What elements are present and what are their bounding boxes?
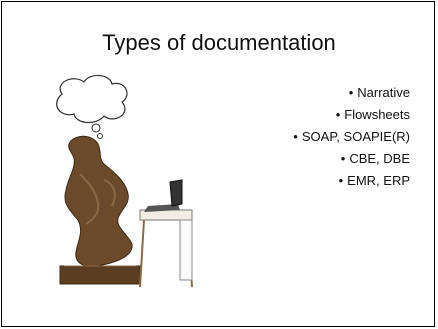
thinker-statue-icon [59, 135, 141, 285]
bullet-item: •Flowsheets [335, 107, 410, 122]
bullet-list: •Narrative •Flowsheets •SOAP, SOAPIE(R) … [293, 82, 410, 192]
thought-bubble-icon [56, 74, 128, 139]
bullet-item: •CBE, DBE [340, 151, 410, 166]
clipart [56, 74, 193, 288]
bullet-text: Narrative [357, 85, 410, 100]
bullet-item: •EMR, ERP [338, 173, 410, 188]
laptop-desk-icon [139, 179, 193, 288]
slide-title: Types of documentation [102, 30, 336, 55]
bullet-text: EMR, ERP [347, 173, 410, 188]
bullet-text: SOAP, SOAPIE(R) [301, 129, 410, 144]
bullet-item: •SOAP, SOAPIE(R) [293, 129, 410, 144]
bullet-item: •Narrative [348, 85, 410, 100]
bullet-text: Flowsheets [344, 107, 410, 122]
bullet-text: CBE, DBE [349, 151, 410, 166]
